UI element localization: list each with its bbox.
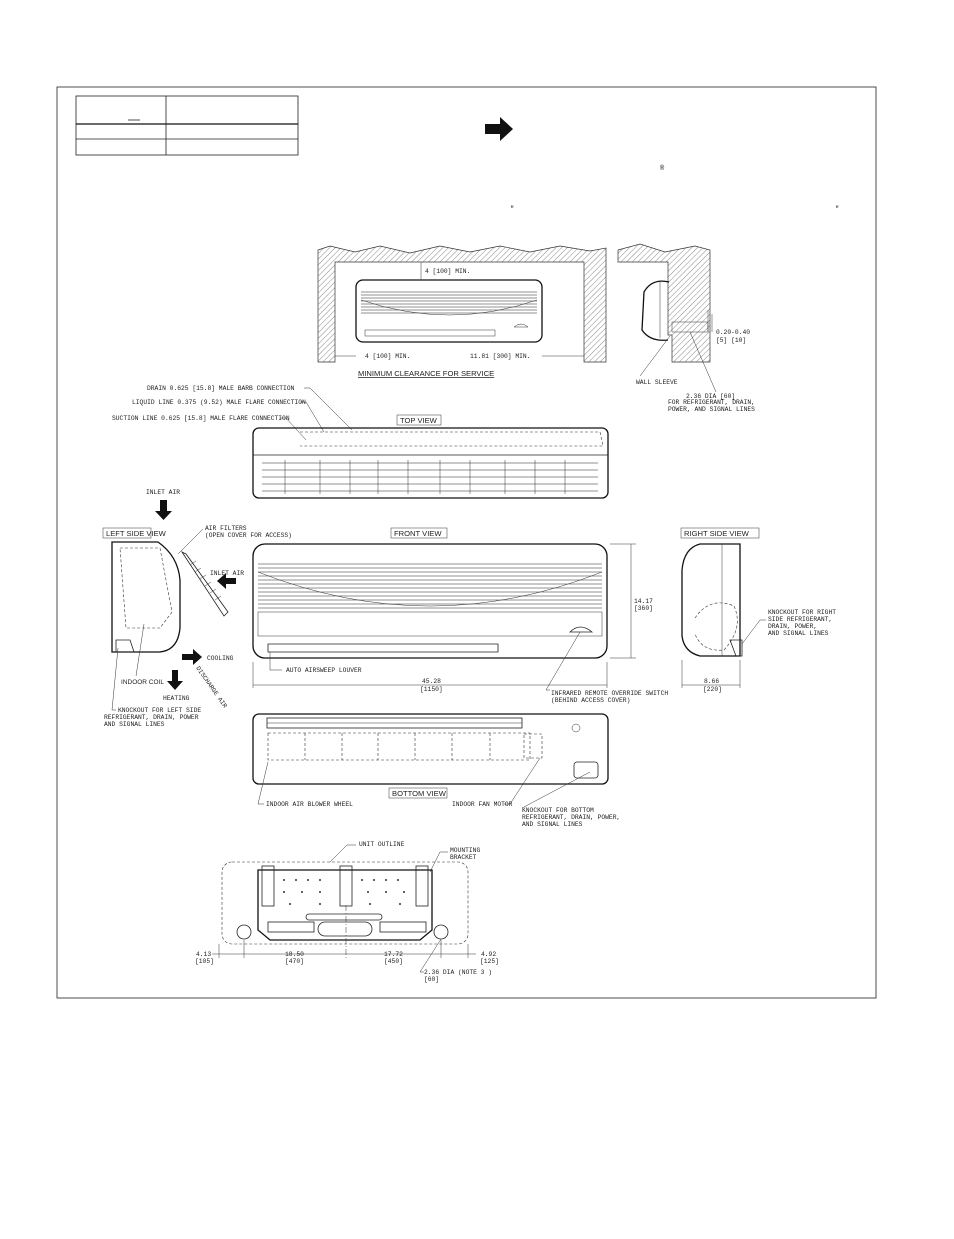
left-knockout-label-1: KNOCKOUT FOR LEFT SIDE — [118, 707, 201, 714]
blower-wheel-label: INDOOR AIR BLOWER WHEEL — [266, 801, 353, 808]
drain-connection-label: DRAIN 0.625 [15.8] MALE BARB CONNECTION — [147, 385, 295, 392]
quote-mark-right: ″ — [835, 206, 839, 214]
front-width-dim: 45.28 — [422, 678, 441, 685]
unit-outline-label: UNIT OUTLINE — [359, 841, 405, 848]
right-knockout-label-4: AND SIGNAL LINES — [768, 630, 829, 637]
right-depth-dim: 8.66 — [704, 678, 719, 685]
front-view-title: FRONT VIEW — [394, 529, 442, 538]
mounting-bracket-label-2: BRACKET — [450, 854, 477, 861]
override-switch-label-2: (BEHIND ACCESS COVER) — [551, 697, 630, 704]
heating-label: HEATING — [163, 695, 190, 702]
clearance-title: MINIMUM CLEARANCE FOR SERVICE — [358, 369, 494, 378]
left-knockout-label-2: REFRIGERANT, DRAIN, POWER — [104, 714, 199, 721]
page-frame — [56, 86, 877, 999]
bracket-dim-2-mm: [470] — [285, 958, 304, 965]
mounting-bracket-label-1: MOUNTING — [450, 847, 480, 854]
liquid-line-label: LIQUID LINE 0.375 (9.52) MALE FLARE CONN… — [132, 399, 306, 406]
bottom-knockout-label-3: AND SIGNAL LINES — [522, 821, 583, 828]
suction-line-label: SUCTION LINE 0.625 [15.8] MALE FLARE CON… — [112, 415, 290, 422]
right-knockout-label-3: DRAIN, POWER, — [768, 623, 817, 630]
clearance-top-dim: 4 [100] MIN. — [425, 268, 470, 275]
bracket-dim-2: 18.50 — [285, 951, 304, 958]
bracket-dim-3: 17.72 — [384, 951, 403, 958]
clearance-diagram: 4 [100] MIN. 4 [100] MIN. 11.81 [300] MI… — [317, 245, 607, 378]
cooling-label: COOLING — [207, 655, 234, 662]
right-side-view: RIGHT SIDE VIEW KNOCKOUT FOR RIGHT SIDE … — [680, 527, 836, 693]
bottom-knockout-label-2: REFRIGERANT, DRAIN, POWER, — [522, 814, 620, 821]
right-depth-dim-mm: [220] — [703, 686, 722, 693]
top-view: DRAIN 0.625 [15.8] MALE BARB CONNECTION … — [112, 385, 609, 499]
air-filters-label-2: (OPEN COVER FOR ACCESS) — [205, 532, 292, 539]
wall-section-diagram: 0.20-0.40 [5] [10] WALL SLEEVE 2.36 DIA … — [617, 243, 755, 413]
registered-mark: ® — [660, 164, 665, 173]
discharge-air-label: DISCHARGE AIR — [194, 665, 228, 709]
inlet-arrow-left-icon — [217, 573, 236, 589]
louver-label: AUTO AIRSWEEP LOUVER — [286, 667, 362, 674]
front-height-dim-mm: [360] — [634, 605, 653, 612]
inlet-arrow-down-icon — [155, 500, 172, 520]
clearance-left-dim: 4 [100] MIN. — [365, 353, 410, 360]
bracket-dim-1-mm: [105] — [195, 958, 214, 965]
inlet-air-side-label: INLET AIR — [210, 570, 244, 577]
wall-hole-label-3: POWER, AND SIGNAL LINES — [668, 406, 755, 413]
wall-hole-label-2: FOR REFRIGERANT, DRAIN, — [668, 399, 755, 406]
front-width-dim-mm: [1150] — [420, 686, 443, 693]
bottom-view: BOTTOM VIEW INDOOR AIR BLOWER WHEEL INDO… — [252, 713, 620, 828]
bottom-knockout-label-1: KNOCKOUT FOR BOTTOM — [522, 807, 594, 814]
left-side-view-title: LEFT SIDE VIEW — [106, 529, 167, 538]
bracket-dim-1: 4.13 — [196, 951, 211, 958]
top-view-title: TOP VIEW — [400, 416, 438, 425]
mounting-bracket-diagram: UNIT OUTLINE MOUNTING BRACKET 4.13 [105] — [195, 841, 499, 983]
left-knockout-label-3: AND SIGNAL LINES — [104, 721, 165, 728]
wall-hole-label-1: 2.36 DIA [60] — [686, 393, 735, 400]
inlet-air-top-label: INLET AIR — [146, 489, 180, 496]
indoor-coil-label: INDOOR COIL — [121, 679, 164, 686]
right-knockout-label-2: SIDE REFRIGERANT, — [768, 616, 832, 623]
front-height-dim: 14.17 — [634, 598, 653, 605]
wall-sleeve-label: WALL SLEEVE — [636, 379, 678, 386]
right-knockout-label-1: KNOCKOUT FOR RIGHT — [768, 609, 836, 616]
title-block-table — [75, 95, 299, 156]
bottom-view-title: BOTTOM VIEW — [392, 789, 447, 798]
heating-arrow-icon — [167, 670, 183, 690]
wall-gap-dim-mm: [5] [10] — [716, 337, 746, 344]
fan-motor-label: INDOOR FAN MOTOR — [452, 801, 513, 808]
clearance-right-dim: 11.81 [300] MIN. — [470, 353, 530, 360]
cooling-arrow-icon — [182, 649, 202, 665]
bracket-hole-label: 2.36 DIA (NOTE 3 ) — [424, 969, 492, 976]
front-view: FRONT VIEW 14.17 [360] AUTO AIRSWEEP LOU… — [252, 527, 668, 704]
bracket-dim-4: 4.92 — [481, 951, 496, 958]
wall-gap-dim: 0.20-0.40 — [716, 329, 750, 336]
bracket-dim-4-mm: [125] — [480, 958, 499, 965]
bracket-dim-3-mm: [450] — [384, 958, 403, 965]
left-side-view: INLET AIR LEFT SIDE VIEW AIR FILTERS (OP… — [102, 489, 292, 728]
override-switch-label-1: INFRARED REMOTE OVERRIDE SWITCH — [551, 690, 668, 697]
bracket-hole-label-mm: [60] — [424, 976, 439, 983]
revision-arrow-icon — [485, 117, 513, 141]
quote-mark-left: ″ — [510, 206, 514, 214]
air-filters-label-1: AIR FILTERS — [205, 525, 247, 532]
right-side-view-title: RIGHT SIDE VIEW — [684, 529, 750, 538]
